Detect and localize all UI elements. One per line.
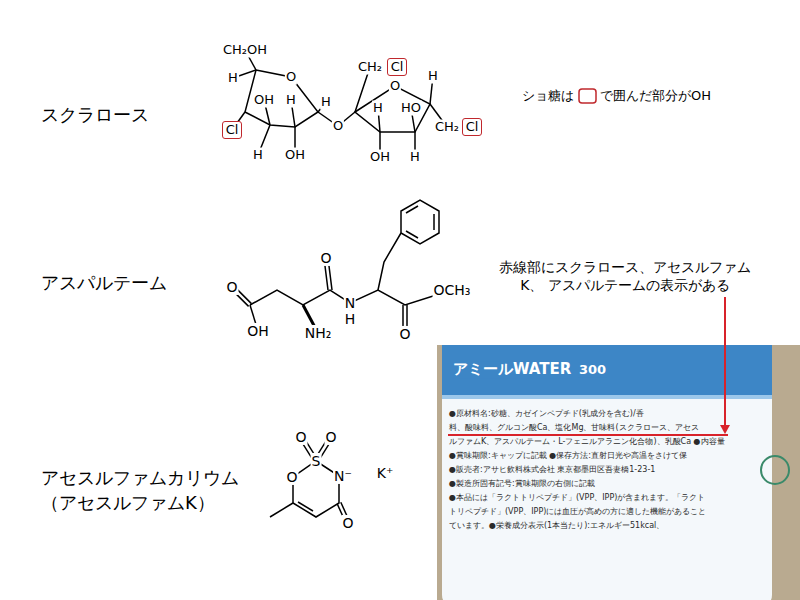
highlight-box: Cl	[222, 121, 243, 139]
atom-label: OH	[284, 148, 306, 163]
compound-name: アスパルテーム	[40, 273, 168, 294]
atom-label: Cl	[466, 120, 479, 134]
atom-label: O	[225, 279, 238, 295]
atom-label: O	[285, 469, 298, 485]
atom-label: CH₂OH	[222, 43, 268, 58]
atom-label: N⁻	[333, 468, 353, 484]
callout-arrow	[720, 297, 730, 434]
callout-text: 赤線部にスクラロース、アセスルファムK、 アスパルテームの表示がある	[487, 258, 764, 294]
bottle-photo-part	[761, 456, 789, 484]
atom-label: S	[311, 453, 322, 469]
atom-label: OH	[246, 323, 270, 339]
atom-label: O	[389, 79, 401, 94]
photo-text: ●製造所固有記号:賞味期限の右側に記載	[448, 479, 596, 488]
photo-text: ルファムK、アスパルテーム・L-フェニルアラニン化合物)、乳酸Ca ●内容量	[448, 437, 726, 446]
atom-label: OH	[253, 93, 275, 108]
aspartame-bonds-part	[406, 206, 418, 213]
compound-name: スクラロース	[40, 105, 150, 126]
atom-label: O	[294, 429, 307, 445]
highlight-box: Cl	[387, 58, 408, 76]
photo-text: ●本品には「ラクトトリペプチド」(VPP、IPP)が含まれます。「ラクト	[448, 493, 706, 502]
aspartame-bonds-part	[401, 200, 439, 244]
atom-label: K⁺	[376, 465, 395, 481]
red-underline	[448, 434, 728, 436]
atom-label: O	[398, 326, 411, 342]
bottle-photo-part	[442, 345, 772, 600]
atom-label: H	[344, 311, 357, 327]
atom-label: HO	[400, 101, 422, 116]
atom-label: H	[285, 93, 297, 108]
atom-label: Cl	[226, 123, 239, 137]
atom-label: O	[332, 119, 344, 134]
sucralose-bonds	[232, 50, 447, 157]
atom-label: O	[319, 250, 332, 266]
note-text: で囲んだ部分がOH	[599, 89, 712, 104]
atom-label: O	[324, 429, 337, 445]
aspartame-bonds-part	[378, 233, 401, 290]
atom-label: H	[252, 148, 264, 163]
atom-label: O	[341, 515, 354, 531]
atom-label: N	[344, 295, 356, 311]
note-box	[579, 89, 596, 103]
atom-label: OH	[369, 150, 391, 165]
atom-label: CH₂	[434, 120, 460, 135]
callout-arrow-part	[724, 297, 726, 426]
bottle-photo	[437, 345, 800, 600]
acesulfame-bonds-part	[298, 502, 313, 511]
atom-label: CH₂	[357, 60, 383, 75]
compound-name: アセスルファムカリウム	[40, 468, 240, 489]
photo-text: ●原材料名:砂糖、カゼインペプチド(乳成分を含む)/香	[448, 409, 645, 418]
bottle-photo-part	[442, 395, 772, 399]
highlight-box: Cl	[462, 118, 483, 136]
callout-arrow-part	[720, 425, 730, 434]
bottle-photo-part	[442, 345, 772, 395]
atom-label: NH₂	[304, 325, 333, 341]
atom-label: OCH₃	[433, 282, 472, 298]
photo-text: ています。●栄養成分表示(1本当たり):エネルギー51kcal、	[448, 521, 665, 530]
atom-label: H	[227, 71, 239, 86]
product-volume: 300	[578, 363, 607, 378]
compound-name: （アセスルファムK）	[40, 493, 216, 514]
photo-text: 料、酸味料、グルコン酸Ca、塩化Mg、甘味料(スクラロース、アセス	[448, 423, 700, 432]
sucralose-bonds-part	[245, 70, 318, 127]
aspartame-bonds	[231, 200, 452, 334]
photo-text: ●賞味期限:キャップに記載 ●保存方法:直射日光や高温をさけて保	[448, 451, 688, 460]
product-name: アミールWATER	[452, 361, 572, 378]
acesulfame-bonds-part	[270, 503, 293, 517]
note-text: ショ糖は	[521, 89, 575, 104]
photo-text: トリペプチド」(VPP、IPP)には血圧が高めの方に適した機能があること	[448, 507, 707, 516]
photo-text: ●販売者:アサヒ飲料株式会社 東京都墨田区吾妻橋1-23-1	[448, 465, 656, 474]
atom-label: H	[427, 69, 439, 84]
atom-label: H	[372, 101, 384, 116]
atom-label: O	[285, 70, 297, 85]
atom-label: Cl	[391, 60, 404, 74]
aspartame-bonds-part	[433, 214, 435, 230]
atom-label: H	[320, 95, 332, 110]
aspartame-bonds-part	[406, 231, 418, 238]
atom-label: H	[409, 150, 421, 165]
